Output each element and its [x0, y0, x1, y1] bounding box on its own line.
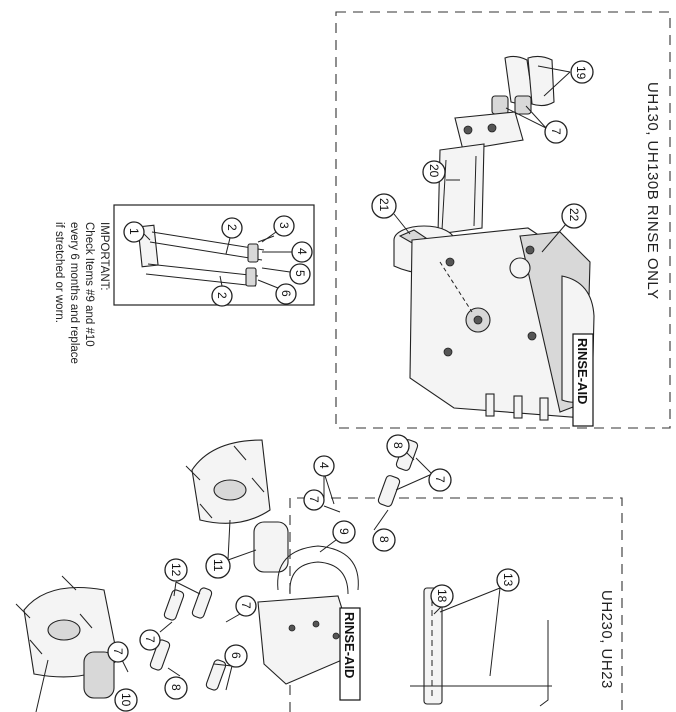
svg-text:7: 7 — [239, 602, 253, 609]
lower-section-title: UH230, UH23 — [598, 590, 615, 689]
inset-callout-1: 1 — [123, 221, 151, 243]
callout-9: 9 — [319, 520, 356, 553]
callout-21: 21 — [371, 193, 411, 235]
svg-text:9: 9 — [337, 528, 351, 535]
lower-fittings — [149, 439, 552, 707]
callout-7-left: 7 — [107, 641, 129, 673]
svg-text:19: 19 — [574, 66, 588, 80]
inset-callout-5: 5 — [261, 263, 311, 285]
callout-8-bottom: 8 — [164, 667, 188, 700]
svg-text:8: 8 — [377, 536, 391, 543]
svg-text:4: 4 — [317, 462, 331, 469]
svg-text:10: 10 — [119, 693, 133, 707]
svg-text:7: 7 — [143, 636, 157, 643]
inset-callout-2-top: 2 — [221, 217, 243, 255]
note-line-1: Check Items #9 and #10 — [83, 222, 95, 347]
mounting-plate-upper — [185, 439, 271, 524]
rinse-aid-label-lower-text: RINSE-AID — [342, 612, 357, 678]
svg-text:6: 6 — [279, 290, 293, 297]
callout-7-upper: 7 — [505, 105, 568, 144]
rinse-aid-label-upper: RINSE-AID — [572, 333, 594, 427]
svg-text:4: 4 — [295, 248, 309, 255]
svg-text:21: 21 — [377, 198, 391, 212]
svg-text:2: 2 — [225, 224, 239, 231]
svg-text:1: 1 — [127, 228, 141, 235]
inset-callout-3: 3 — [261, 215, 295, 243]
svg-text:7: 7 — [307, 496, 321, 503]
callout-7-center: 7 — [139, 621, 173, 651]
svg-text:5: 5 — [293, 270, 307, 277]
svg-text:6: 6 — [229, 652, 243, 659]
svg-text:8: 8 — [391, 442, 405, 449]
inset-callout-2-bottom: 2 — [211, 275, 233, 307]
rinse-aid-label-lower: RINSE-AID — [339, 607, 361, 701]
note-heading: IMPORTANT: — [98, 222, 110, 291]
svg-text:7: 7 — [549, 128, 563, 135]
callout-8-mid: 8 — [372, 509, 396, 552]
callout-7-right: 7 — [225, 595, 257, 623]
rinse-pump-assembly — [393, 55, 595, 421]
note-line-2: every 6 months and replace — [68, 222, 80, 364]
callout-6: 6 — [213, 644, 248, 691]
svg-text:11: 11 — [211, 559, 225, 572]
inset-callout-6: 6 — [257, 279, 297, 305]
callout-8-top: 8 — [386, 434, 415, 461]
svg-text:18: 18 — [435, 589, 449, 603]
callout-4: 4 — [313, 455, 335, 500]
pump-motors — [83, 521, 289, 699]
callout-7-mid: 7 — [303, 489, 341, 513]
svg-text:20: 20 — [427, 164, 441, 178]
callout-20: 20 — [422, 160, 460, 184]
svg-text:22: 22 — [567, 208, 581, 222]
inset-callout-4: 4 — [262, 241, 313, 263]
svg-text:7: 7 — [111, 648, 125, 655]
svg-text:12: 12 — [169, 563, 183, 577]
svg-text:2: 2 — [215, 292, 229, 299]
svg-text:3: 3 — [277, 222, 291, 229]
svg-text:8: 8 — [169, 684, 183, 691]
maintenance-note: IMPORTANT: Check Items #9 and #10 every … — [53, 222, 110, 364]
callout-18: 18 — [430, 584, 454, 615]
callout-11: 11 — [205, 519, 257, 579]
callout-22: 22 — [541, 203, 587, 253]
callout-12: 12 — [164, 558, 201, 597]
svg-text:7: 7 — [433, 476, 447, 483]
lower-pump-housing — [257, 545, 359, 685]
rinse-only-section-border — [335, 11, 671, 429]
note-line-3: if stretched or worn. — [53, 222, 65, 323]
rinse-aid-label-upper-text: RINSE-AID — [575, 338, 590, 404]
rinse-only-section-title: UH130, UH130B RINSE ONLY — [644, 82, 661, 300]
callout-7-top-right: 7 — [395, 457, 452, 492]
svg-text:13: 13 — [501, 573, 515, 587]
callout-13: 13 — [439, 568, 520, 677]
callout-19: 19 — [537, 60, 594, 97]
callout-10: 10 — [114, 688, 138, 712]
